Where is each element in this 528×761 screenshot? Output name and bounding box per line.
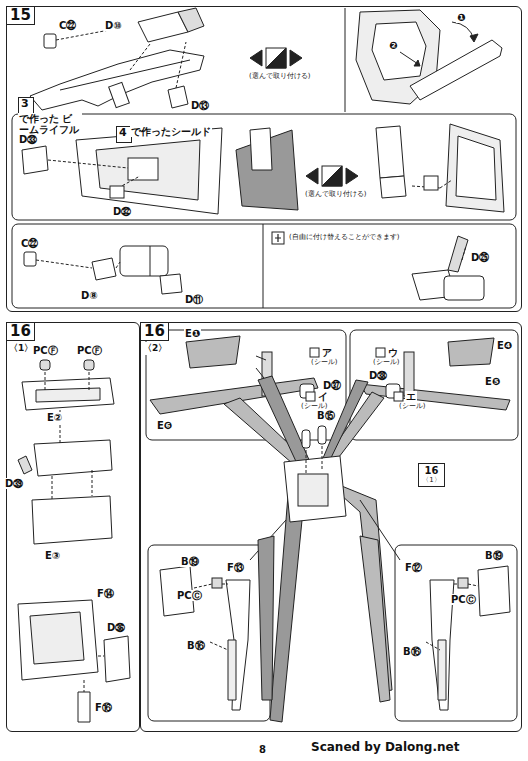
part-label: ❷ — [388, 40, 398, 51]
part-label: F⑭ — [96, 588, 115, 599]
part-label: B⑯ — [186, 640, 206, 651]
part-label: B⑮ — [316, 410, 336, 421]
part-label: D⑪ — [184, 294, 204, 305]
part-label: E❺ — [484, 376, 501, 387]
part-label: PCⒻ — [76, 345, 103, 356]
note-text: (シール) — [372, 358, 400, 367]
part-label: D㊳ — [368, 370, 388, 381]
part-label: E❹ — [496, 340, 513, 351]
part-label: B⑯ — [402, 646, 422, 657]
part-label: ❶ — [456, 12, 466, 23]
part-label: D⑩ — [104, 20, 123, 31]
sub-step-number: 〈1〉 — [9, 342, 33, 355]
step-number-box: 3 — [18, 97, 34, 114]
part-label: PCⒸ — [450, 594, 477, 605]
part-label: D⑬ — [190, 100, 210, 111]
part-label: D㉝ — [18, 134, 38, 145]
note-text: (シール) — [310, 358, 338, 367]
part-label: C㉒ — [20, 238, 39, 249]
note-text: (自由に付け替えることができます) — [288, 233, 400, 242]
part-label: D㉜ — [112, 206, 132, 217]
note-text: (シール) — [398, 402, 426, 411]
part-label: B⑲ — [180, 556, 200, 567]
part-label: ア — [321, 347, 333, 358]
part-label: B⑲ — [484, 550, 504, 561]
part-label: C㉒ — [58, 20, 77, 31]
step-reference-box: 16〈1〉 — [418, 463, 445, 487]
part-label: 8 — [258, 744, 267, 755]
part-label: D㊴ — [4, 478, 24, 489]
step-number: 3 — [21, 98, 31, 110]
part-label: D㉕ — [470, 252, 490, 263]
step-number: 16 — [421, 465, 442, 476]
sub-step-number: 〈2〉 — [143, 342, 167, 355]
part-label: PCⒸ — [176, 590, 203, 601]
step-number: 4 — [119, 127, 129, 139]
note-text: (選んで取り付ける) — [304, 190, 367, 199]
part-label: D⑧ — [80, 290, 99, 301]
part-label: F⑫ — [404, 562, 423, 573]
step-number: 16 — [140, 322, 169, 341]
sub-step-number: 〈1〉 — [421, 476, 442, 484]
part-label: E③ — [44, 550, 61, 561]
part-label: E❶ — [184, 328, 201, 339]
note-text: (選んで取り付ける) — [248, 72, 311, 81]
step-panel: 16〈1〉 — [6, 322, 140, 732]
part-label: F⑯ — [94, 702, 113, 713]
part-label: エ — [405, 391, 417, 402]
part-label: ウ — [387, 347, 399, 358]
part-label: F⑬ — [226, 562, 245, 573]
step-number: 15 — [6, 6, 35, 25]
step-number: 16 — [6, 322, 35, 341]
part-label: E② — [46, 412, 63, 423]
part-label: D㊲ — [322, 380, 342, 391]
part-label: D㊱ — [106, 622, 126, 633]
part-label: で作った ビームライフル — [18, 113, 82, 135]
part-label: で作ったシールド — [130, 126, 212, 137]
step-panel: 1534 — [6, 6, 522, 312]
part-label: E❻ — [156, 420, 173, 431]
part-label: イ — [317, 391, 329, 402]
part-label: PCⒻ — [32, 345, 59, 356]
part-label: Scaned by Dalong.net — [310, 742, 460, 753]
